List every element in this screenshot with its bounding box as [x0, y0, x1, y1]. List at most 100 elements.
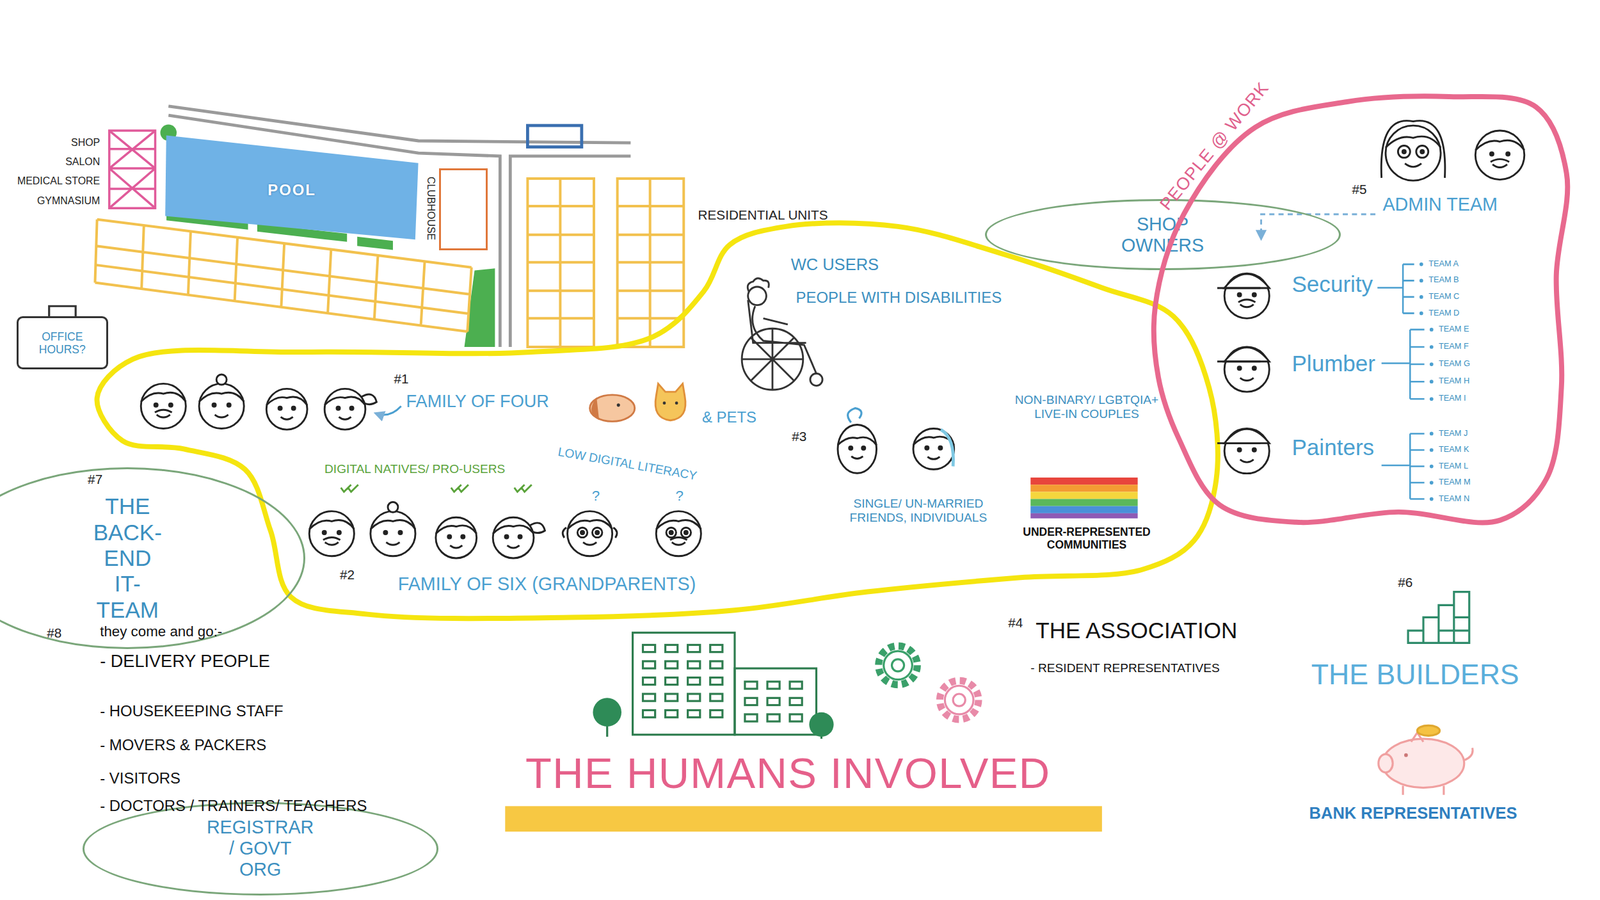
person-faces [325, 542, 339, 545]
text-label: FAMILY OF FOUR [406, 391, 550, 411]
buildings-icon [643, 677, 656, 685]
label-anchor: TEAM H [1438, 376, 1470, 386]
label-anchor: SHOP [71, 136, 100, 149]
node-label: POOL [267, 181, 316, 200]
person-faces [666, 527, 676, 537]
person-faces [435, 517, 477, 559]
buildings-icon [744, 697, 758, 705]
text-label: MEDICAL STORE [17, 175, 100, 187]
person-faces [1475, 130, 1525, 180]
person-faces [370, 511, 416, 557]
team-bullets [1429, 379, 1434, 384]
text-label: - RESIDENT REPRESENTATIVES [1030, 661, 1220, 676]
person-faces [1240, 377, 1254, 381]
label-anchor: they come and go:- [99, 623, 223, 640]
buildings-icon [643, 693, 656, 701]
person-faces [1416, 145, 1429, 158]
pride-flag [1030, 513, 1138, 519]
label-anchor: DIGITAL NATIVES/ PRO-USERS [324, 462, 505, 477]
person-faces [1224, 347, 1270, 362]
label-anchor: THE ASSOCIATION [1035, 617, 1238, 644]
person-faces [227, 403, 231, 407]
person-faces [656, 511, 701, 557]
person-faces [1489, 152, 1494, 156]
wheelchair-user [810, 373, 823, 386]
person-faces [435, 525, 477, 534]
text-label: Plumber [1291, 350, 1376, 377]
person-faces [595, 530, 600, 534]
buildings-icon [710, 661, 723, 669]
person-faces [1237, 293, 1241, 297]
text-label: & PETS [702, 408, 757, 427]
buildings-icon [767, 681, 780, 689]
person-faces [1238, 299, 1256, 303]
person-faces [140, 120, 1525, 559]
text-label: TEAM A [1428, 259, 1459, 269]
person-faces [1217, 287, 1261, 290]
dog-icon [592, 400, 599, 419]
trees [592, 697, 622, 727]
person-faces [448, 535, 452, 539]
callout-number: #6 [1397, 574, 1413, 591]
piggy-bank [1416, 725, 1440, 736]
person-faces [1240, 304, 1254, 308]
label-anchor: #8 [46, 625, 62, 641]
buildings-icon [688, 677, 701, 685]
team-bullets [1429, 432, 1434, 436]
person-faces [1217, 428, 1270, 474]
node-label: OFFICE HOURS? [21, 330, 104, 356]
person-faces [940, 429, 954, 466]
person-faces [927, 456, 940, 460]
label-anchor: FAMILY OF FOUR [406, 391, 550, 411]
person-faces [266, 388, 308, 430]
person-faces [1381, 120, 1446, 182]
person-faces [1217, 360, 1261, 363]
person-faces [370, 520, 416, 530]
person-faces [337, 530, 341, 534]
person-faces [278, 406, 282, 410]
text-label: TEAM F [1438, 341, 1469, 352]
team-brackets [1381, 329, 1425, 399]
person-faces [1224, 346, 1270, 392]
text-label: TEAM B [1428, 275, 1459, 285]
node-label: REGISTRAR / GOVT ORG [206, 816, 314, 880]
piggy-bank [1378, 753, 1393, 773]
callout-number: #8 [46, 625, 62, 641]
person-faces [518, 535, 522, 539]
person-faces [309, 511, 354, 557]
text-label: BANK REPRESENTATIVES [1309, 803, 1518, 823]
dog-icon [590, 394, 635, 422]
gears [891, 659, 904, 672]
person-faces [338, 416, 351, 420]
person-faces [670, 537, 688, 541]
label-anchor: BANK REPRESENTATIVES [1309, 803, 1518, 823]
label-anchor: MEDICAL STORE [17, 175, 100, 187]
text-label: TEAM J [1438, 428, 1468, 439]
text-label: ? [592, 487, 600, 505]
wheelchair-user [748, 286, 767, 306]
label-anchor: TEAM F [1438, 341, 1469, 352]
wheelchair-user [747, 278, 769, 292]
text-label: DIGITAL NATIVES/ PRO-USERS [324, 462, 505, 477]
person-faces [154, 409, 173, 413]
gears [952, 693, 966, 706]
cat-icon [675, 401, 679, 405]
label-anchor: ? [592, 487, 600, 505]
person-faces [1402, 149, 1406, 153]
text-label: FAMILY OF SIX (GRANDPARENTS) [398, 573, 696, 595]
person-faces [291, 406, 296, 410]
person-faces [324, 388, 377, 430]
person-faces [1224, 273, 1270, 288]
text-label: TEAM E [1438, 324, 1469, 335]
dog-icon [590, 394, 635, 422]
residential-towers [527, 178, 684, 347]
label-anchor: PEOPLE WITH DISABILITIES [796, 288, 1003, 307]
label-anchor: PEOPLE @ WORK [1214, 145, 1374, 166]
person-faces [199, 383, 244, 429]
person-faces [1506, 152, 1510, 156]
label-anchor: UNDER-REPRESENTED COMMUNITIES [1009, 525, 1163, 552]
team-bullets [1419, 279, 1424, 283]
buildings-icon [744, 714, 758, 722]
label-anchor: Security [1291, 271, 1373, 297]
person-faces [1217, 273, 1270, 319]
